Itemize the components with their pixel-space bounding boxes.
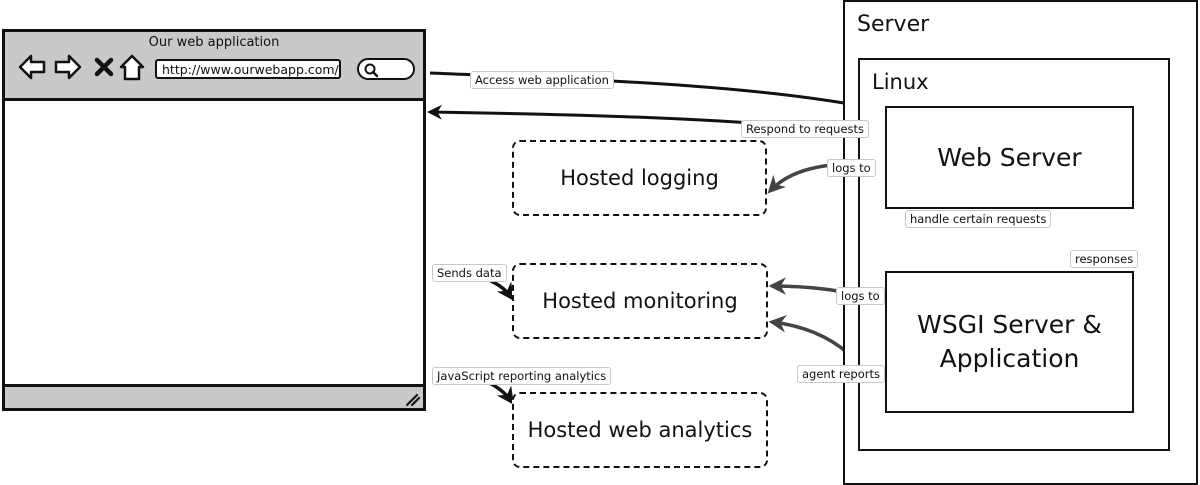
hosted-logging-label: Hosted logging [560, 166, 719, 190]
edge-label-handle: handle certain requests [905, 210, 1052, 228]
edge-label-respond: Respond to requests [741, 120, 870, 138]
edge-label-sends-data: Sends data [432, 264, 507, 282]
browser-window: Our web application http://www.ourwebapp… [2, 29, 426, 411]
server-label: Server [857, 12, 930, 37]
close-icon [94, 57, 114, 77]
wsgi-label-line1: WSGI Server & [917, 310, 1102, 339]
edge-label-access: Access web application [470, 71, 614, 89]
hosted-analytics-node: Hosted web analytics [512, 392, 768, 468]
web-server-node: Web Server [885, 106, 1134, 209]
edge-label-responses: responses [1070, 250, 1139, 268]
edge-label-logs-to-2: logs to [836, 287, 885, 305]
search-field [357, 58, 415, 80]
edge-label-js-reporting: JavaScript reporting analytics [432, 367, 612, 385]
forward-arrow-icon [54, 54, 82, 80]
edge-label-logs-to-1: logs to [827, 159, 876, 177]
web-server-label: Web Server [937, 143, 1082, 172]
wsgi-node: WSGI Server & Application [885, 271, 1134, 413]
browser-status-bar [5, 384, 423, 408]
search-icon [364, 63, 379, 78]
url-field: http://www.ourwebapp.com/ [155, 59, 341, 79]
back-arrow-icon [18, 54, 46, 80]
hosted-analytics-label: Hosted web analytics [527, 418, 753, 442]
resize-grip-icon [405, 393, 421, 407]
browser-toolbar: Our web application http://www.ourwebapp… [5, 32, 423, 101]
hosted-monitoring-node: Hosted monitoring [512, 263, 768, 339]
browser-title: Our web application [148, 35, 280, 50]
edge-label-agent-reports: agent reports [797, 365, 885, 383]
home-icon [119, 54, 145, 81]
linux-label: Linux [872, 70, 929, 94]
wsgi-label-line2: Application [939, 344, 1080, 373]
hosted-logging-node: Hosted logging [512, 140, 767, 216]
hosted-monitoring-label: Hosted monitoring [542, 289, 738, 313]
